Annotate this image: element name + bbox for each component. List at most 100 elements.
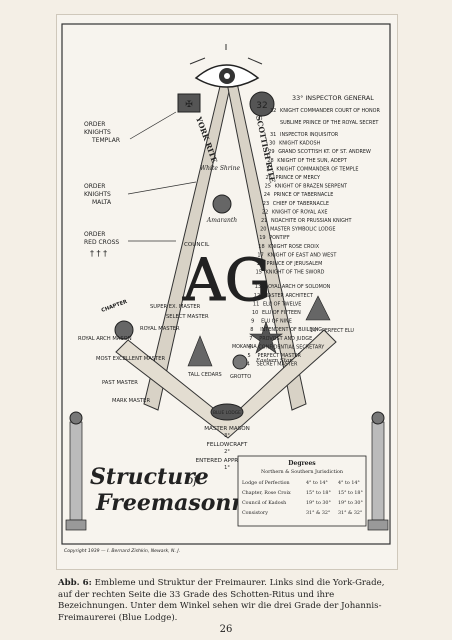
degree-name: PROVOST AND JUDGE bbox=[259, 336, 312, 342]
scottish-degree-item: 20 MASTER SYMBOLIC LODGE bbox=[260, 227, 335, 233]
degree-number: 22 bbox=[262, 209, 268, 215]
degree-name: PRINCE OF MERCY bbox=[276, 175, 321, 181]
select-master-label: SELECT MASTER bbox=[166, 314, 209, 320]
svg-text:ORDER: ORDER bbox=[84, 183, 105, 190]
all-seeing-eye-icon bbox=[189, 44, 263, 88]
templar-crown-icon: ✠ bbox=[177, 93, 201, 113]
scottish-degree-item: 22 KNIGHT OF ROYAL AXE bbox=[262, 209, 328, 215]
past-master-label: PAST MASTER bbox=[102, 380, 138, 386]
degree-row-body: Lodge of Perfection bbox=[242, 480, 290, 486]
svg-text:TEMPLAR: TEMPLAR bbox=[91, 137, 120, 144]
degree-name: PRINCE OF JERUSALEM bbox=[267, 261, 323, 267]
left-pillar-icon bbox=[65, 411, 87, 531]
degree-name: KNIGHT ROSE CROIX bbox=[268, 244, 319, 250]
degree-name: KNIGHT KADOSH bbox=[279, 141, 321, 147]
degree-name: CONFIDENTIAL SECRETARY bbox=[258, 344, 324, 350]
degree-row-south: 19° to 30° bbox=[338, 500, 363, 506]
degree-number: 17 bbox=[257, 252, 263, 258]
degree-row-body: Council of Kadosh bbox=[242, 500, 286, 506]
svg-text:ORDER: ORDER bbox=[84, 121, 105, 128]
master-mason-label: MASTER MASON bbox=[204, 426, 250, 432]
degree-number: 28 bbox=[267, 158, 273, 164]
degrees-jurisdiction-box: Degrees Northern & Southern Jurisdiction bbox=[237, 455, 367, 527]
degree-number: 19 bbox=[259, 235, 265, 241]
caption-label: Abb. 6: bbox=[58, 578, 92, 588]
scottish-degree-item: 5 PERFECT MASTER bbox=[248, 353, 302, 359]
fellowcraft-label: FELLOWCRAFT bbox=[207, 442, 248, 448]
chapter-label: CHAPTER bbox=[101, 299, 128, 314]
grotto-label: GROTTO bbox=[230, 374, 251, 380]
mark-master-label: MARK MASTER bbox=[112, 398, 150, 404]
royal-arch-mason-label: ROYAL ARCH MASON bbox=[78, 336, 132, 342]
degree-number: 4 bbox=[247, 362, 250, 368]
degree-name: KNIGHT OF EAST AND WEST bbox=[267, 252, 336, 258]
scottish-degree-item: 12 MASTER ARCHITECT bbox=[254, 293, 313, 299]
order-knights-templar: ORDER KNIGHTS TEMPLAR bbox=[84, 111, 177, 144]
degree-number: 16 bbox=[257, 261, 263, 267]
degree-number: 27 bbox=[266, 166, 272, 172]
g-letter-emblem: AG bbox=[182, 246, 271, 314]
right-pillar-icon bbox=[367, 411, 389, 531]
svg-text:RED CROSS: RED CROSS bbox=[84, 239, 119, 246]
royal-master-label: ROYAL MASTER bbox=[140, 326, 180, 332]
order-red-cross: ORDER RED CROSS † † † bbox=[84, 231, 176, 258]
degree-name: PERFECT MASTER bbox=[258, 353, 302, 359]
degree-row-south: 31° & 32° bbox=[338, 510, 362, 516]
degree-row-south: 4° to 14° bbox=[338, 480, 360, 486]
inspector-general-label: 33° INSPECTOR GENERAL bbox=[292, 94, 374, 102]
degree-name: KNIGHT OF THE SWORD bbox=[266, 270, 325, 276]
degree-row-body: Chapter, Rose Croix bbox=[242, 490, 291, 496]
svg-text:MALTA: MALTA bbox=[92, 199, 112, 206]
degree-number: 21 bbox=[261, 218, 267, 224]
svg-text:Degrees: Degrees bbox=[288, 460, 316, 467]
degree-name: MASTER ARCHITECT bbox=[264, 293, 313, 299]
degree-number: 32 bbox=[270, 108, 276, 114]
degree-row-north: 31° & 32° bbox=[306, 510, 330, 516]
super-ex-master-label: SUPER EX. MASTER bbox=[150, 304, 201, 310]
perfect-elu-degree: 14° bbox=[310, 328, 319, 334]
scottish-degree-item: 17 KNIGHT OF EAST AND WEST bbox=[257, 252, 336, 258]
scottish-degree-item: 6 CONFIDENTIAL SECRETARY bbox=[248, 344, 324, 350]
degree-name: ELU OF NINE bbox=[261, 319, 292, 325]
degree-name: GRAND SCOTTISH KT. OF ST. ANDREW bbox=[278, 149, 371, 155]
degree-number: 25 bbox=[265, 184, 271, 190]
degree-number: 24 bbox=[264, 192, 270, 198]
degree-name: SECRET MASTER bbox=[257, 362, 298, 368]
perfect-elu-label: PERFECT ELU bbox=[322, 328, 354, 334]
entered-apprentice-label: ENTERED APPRENTICE bbox=[196, 458, 259, 464]
degree-name: MASTER SYMBOLIC LODGE bbox=[270, 227, 335, 233]
degree-number: 20 bbox=[260, 227, 266, 233]
degree-number: 8 bbox=[250, 327, 253, 333]
degree-name: KNIGHT OF THE SUN, ADEPT bbox=[277, 158, 346, 164]
degree-number: 10 bbox=[252, 310, 258, 316]
degree-number: 11 bbox=[253, 301, 259, 307]
order-knights-malta: ORDER KNIGHTS MALTA bbox=[84, 181, 197, 206]
scottish-degree-item: SUBLIME PRINCE OF THE ROYAL SECRET bbox=[280, 120, 378, 126]
degree-number: 6 bbox=[248, 344, 251, 350]
degree-name: KNIGHT OF ROYAL AXE bbox=[272, 209, 328, 215]
degree-number: 18 bbox=[258, 244, 264, 250]
degree-number: 31 bbox=[270, 132, 276, 138]
degree-number: 12 bbox=[254, 293, 260, 299]
eastern-star-label: Eastern Star bbox=[255, 358, 292, 364]
svg-text:32: 32 bbox=[256, 101, 267, 111]
amaranth-emblem-icon bbox=[212, 194, 232, 214]
page-number: 26 bbox=[219, 624, 233, 635]
degrees-rows: Lodge of Perfection 4° to 14° 4° to 14° Cha… bbox=[242, 480, 363, 516]
caption-text: Embleme und Struktur der Freimaurer. Lin… bbox=[58, 578, 385, 623]
amaranth-label: Amaranth bbox=[206, 217, 237, 224]
degree-row-north: 4° to 14° bbox=[306, 480, 328, 486]
red-cross-icons: † † † bbox=[90, 249, 107, 258]
degree-number: 5 bbox=[248, 353, 251, 359]
